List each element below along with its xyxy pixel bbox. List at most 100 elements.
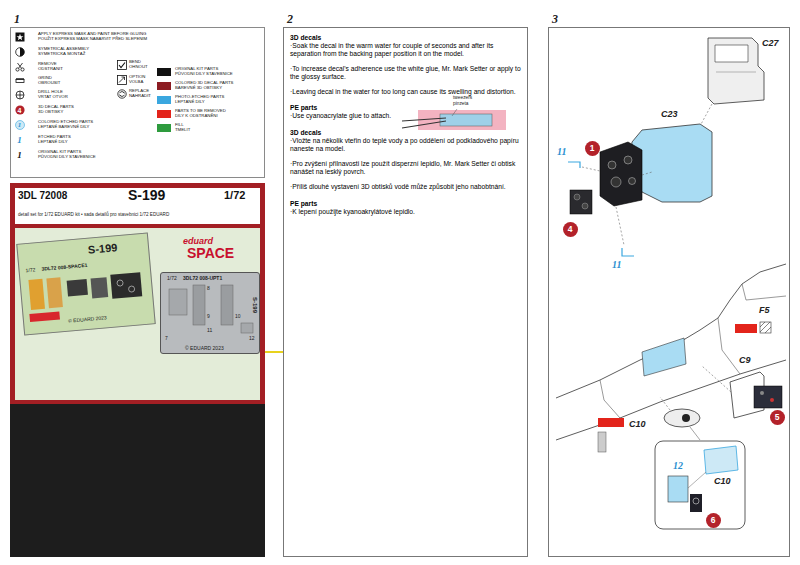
legend-text: COLORED ETCHED PARTS LEPTANÉ BAREVNÉ DÍL… [38, 120, 95, 130]
pe-bracket [622, 248, 634, 256]
leader-line [616, 207, 624, 245]
file-teeth [16, 78, 24, 80]
fret-title: S-199 [251, 297, 258, 313]
drill-icon [16, 91, 24, 99]
part-name: C10 [713, 477, 732, 486]
part-number: 7 [165, 336, 168, 341]
dial [582, 203, 588, 209]
pe-fret: 1/723DL72 008-UPT1S-199© EDUARD 2023 [160, 272, 260, 354]
leader-line [452, 109, 457, 116]
product-panel: 3DL 72008S-1991/72detail set for 1/72 ED… [10, 183, 265, 404]
fret-code: 3DL72 008-UPT1 [183, 276, 222, 282]
instruction-text: ·K lepení použijte kyanoakrylátové lepid… [290, 208, 521, 216]
bend-check [119, 63, 125, 68]
pe-part [169, 289, 187, 315]
pe-part [668, 476, 688, 502]
legend-text: BEND OHNOUT [129, 60, 150, 70]
dial [611, 177, 621, 187]
part-number: 12 [249, 336, 255, 341]
legend-symbol: 1 [17, 136, 22, 145]
section-heading: 3D decals [290, 129, 521, 137]
section-heading: PE parts [290, 104, 521, 112]
mask-star [17, 34, 24, 40]
part-drawing [161, 273, 261, 355]
option-arrow [119, 77, 125, 83]
pe-part [241, 323, 253, 333]
sheet-scale: 1/72 [25, 267, 35, 274]
legend-icon [15, 47, 25, 57]
callout-number: 6 [711, 516, 716, 525]
pe-fret [440, 114, 492, 126]
legend-text: COLORED 3D DECAL PARTS BAREVNÉ 3D OBTISK… [175, 81, 235, 91]
scale: 1/72 [224, 189, 245, 202]
part-name: C23 [660, 110, 679, 119]
product-code: 3DL 72008 [18, 190, 67, 202]
remove-mark [598, 418, 624, 427]
remove-mark [735, 324, 757, 333]
legend-swatch [157, 96, 171, 104]
instruction-text: ·To increase decal's adherence use the w… [290, 65, 521, 81]
instruction-text: ·Soak the decal in the warm water for co… [290, 42, 521, 58]
decal-piece [28, 279, 45, 310]
instruction-text: ·Příliš dlouhé vystavení 3D obtisků vodě… [290, 183, 521, 191]
callout-number: 1 [590, 144, 595, 153]
symmetry-icon [16, 48, 25, 57]
leader-line [660, 397, 670, 410]
decal-detail [760, 391, 764, 395]
small-part [598, 432, 606, 452]
decal-detail [693, 498, 699, 504]
legend-swatch [157, 68, 171, 76]
tweezers [402, 118, 446, 128]
product-title: S-199 [128, 187, 165, 203]
legend-icon [15, 90, 25, 100]
legend-icon [15, 62, 25, 72]
legend-icon [15, 32, 25, 42]
decal-callout: 5 [770, 410, 785, 425]
leader-line [702, 366, 731, 392]
decal-piece [46, 277, 63, 308]
tweezers-figure [402, 109, 506, 130]
dark-panel [10, 404, 265, 557]
brand-logo: SPACE [187, 245, 234, 261]
instructions-box: 23D decals·Soak the decal in the warm wa… [283, 27, 528, 557]
leader-line [642, 172, 652, 175]
legend-text: OPTION VOLBA [129, 75, 147, 85]
decal-piece [91, 277, 109, 298]
legend-text: PARTS TO BE REMOVED DÍLY K ODSTRANĚNÍ [175, 109, 228, 119]
decal-dial [117, 280, 124, 287]
legend-icon [117, 75, 127, 85]
drill-cross [16, 91, 24, 99]
dial [608, 161, 616, 169]
part-number: 11 [207, 328, 212, 333]
part-number: 8 [207, 286, 210, 291]
copyright: © EDUARD 2023 [185, 346, 224, 352]
dial [574, 194, 580, 200]
legend-icon [117, 89, 127, 99]
legend-symbol: 1 [17, 151, 22, 160]
part-number: 9 [207, 314, 210, 319]
pe-part-number: 12 [672, 461, 684, 471]
tool-label: pinzeta [452, 102, 469, 107]
instruction-text: ·Pro zvýšení přilnavosti lze použít disp… [290, 160, 521, 176]
callout-number: 4 [568, 225, 573, 234]
copyright: © EDUARD 2023 [68, 315, 107, 324]
assembly-box: 31456 [548, 27, 790, 557]
decal-detail [770, 398, 774, 402]
legend-text: ORIGINAL KIT PARTS PŮVODNÍ DÍLY STAVEBNI… [175, 67, 235, 77]
symmetry-half [20, 48, 24, 57]
seat-cutout [715, 45, 748, 62]
pe-bracket [568, 162, 580, 168]
decal-piece [110, 272, 142, 299]
option-icon [118, 76, 127, 85]
assembly-figure [556, 38, 786, 529]
mask-icon [16, 33, 25, 42]
dial [624, 156, 632, 164]
replace-icon [118, 90, 126, 98]
legend-icon [15, 76, 25, 86]
legend-swatch [157, 82, 171, 90]
legend-text: APPLY EXPRESS MASK AND PAINT BEFORE GLUI… [38, 32, 149, 42]
decal-callout: 1 [585, 141, 600, 156]
instruction-text: ·Vložte na několik vteřin do teplé vody … [290, 137, 521, 153]
dial [629, 178, 636, 185]
decal-sheet: S-1991/723DL72 008-SPACE1© EDUARD 2023 [16, 232, 156, 335]
